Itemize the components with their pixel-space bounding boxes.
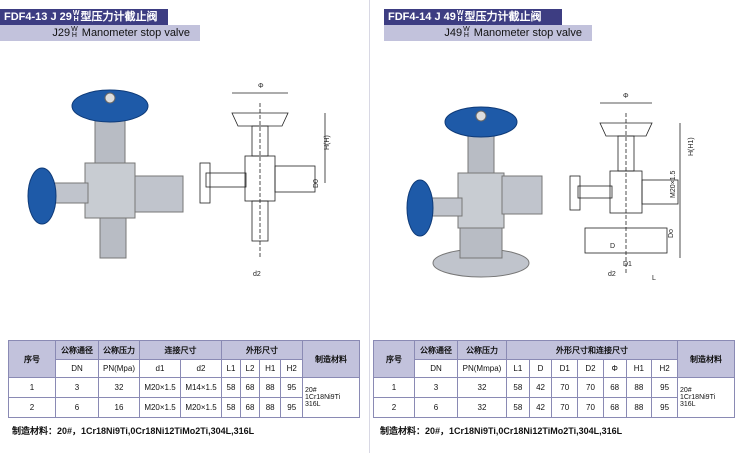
spec-table: 序号 公称通径 公称压力 外形尺寸和连接尺寸 制造材料 DN PN(Mmpa) …: [373, 340, 735, 418]
handwheel-top-icon: [71, 89, 149, 123]
valve-photo: [27, 89, 184, 259]
dim-d1: D1: [623, 261, 632, 268]
dim-l: L: [652, 275, 656, 282]
dim-do: Do: [668, 229, 675, 238]
handwheel-side-icon: [27, 167, 57, 225]
material-note: 制造材料：20#，1Cr18Ni9Ti,0Cr18Ni12TiMo2Ti,304…: [380, 426, 623, 436]
dim-d0: D0: [313, 179, 320, 188]
spec-table: 序号 公称通径 公称压力 连接尺寸 外形尺寸 制造材料 DN PN(Mpa) d…: [8, 340, 360, 418]
dim-phi: Φ: [623, 93, 629, 100]
dim-d2: d2: [253, 271, 261, 278]
material-note: 制造材料：20#，1Cr18Ni9Ti,0Cr18Ni12TiMo2Ti,304…: [12, 426, 255, 436]
valve-figure: Φ H(H) D0 d2: [27, 83, 331, 278]
technical-drawing: Φ H(H1) M20×1.5 Do D D1 d2 L: [569, 93, 695, 282]
valve-figure: Φ H(H1) M20×1.5 Do D D1 d2 L: [406, 93, 695, 282]
dim-phi: Φ: [258, 83, 264, 90]
dim-d: D: [610, 243, 615, 250]
handwheel-side-icon: [406, 179, 434, 237]
dim-h: H(H1): [688, 137, 695, 156]
handwheel-top-icon: [444, 106, 518, 138]
technical-drawing: Φ H(H) D0 d2: [199, 83, 331, 278]
dim-d2: d2: [608, 271, 616, 278]
valve-photo: [406, 106, 543, 278]
dim-h: H(H): [324, 135, 331, 150]
dim-m: M20×1.5: [670, 170, 677, 198]
